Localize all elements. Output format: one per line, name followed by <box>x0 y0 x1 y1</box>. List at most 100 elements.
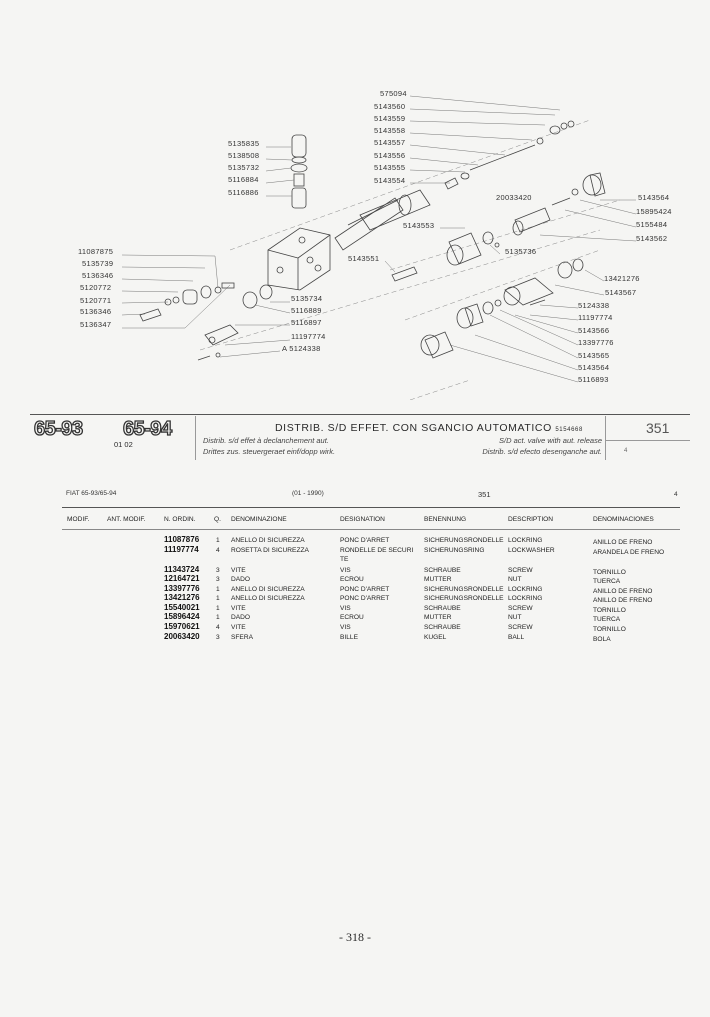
name-spanish: ANILLO DE FRENO <box>593 588 653 595</box>
valve-body-drawing <box>267 227 331 291</box>
name-italian: ANELLO DI SICUREZZA <box>231 537 305 544</box>
part-number: 20063420 <box>164 632 200 641</box>
name-german: SCHRAUBE <box>424 567 461 574</box>
col-ant-modif: ANT. MODIF. <box>107 516 146 523</box>
name-french: ECROU <box>340 614 364 621</box>
name-italian: VITE <box>231 624 246 631</box>
sheet-number: 4 <box>624 448 628 454</box>
name-spanish: TORNILLO <box>593 626 626 633</box>
callout-label: 5138508 <box>228 151 260 160</box>
callout-label: 5143557 <box>374 138 406 147</box>
callout-label: 5116893 <box>578 375 609 384</box>
callout-label: 5143564 <box>578 363 610 372</box>
name-spanish: TUERCA <box>593 578 621 585</box>
name-english: LOCKWASHER <box>508 547 555 554</box>
name-english: NUT <box>508 614 522 621</box>
name-german: SCHRAUBE <box>424 624 461 631</box>
callout-label: 5143558 <box>374 126 406 135</box>
name-italian: ANELLO DI SICUREZZA <box>231 595 305 602</box>
callout-label: 5135739 <box>82 259 114 268</box>
name-french: RONDELLE DE SECURI <box>340 547 414 554</box>
callout-label: 11197774 <box>291 332 326 341</box>
quantity: 1 <box>216 586 220 593</box>
callout-label: 5136346 <box>80 307 112 316</box>
name-french: PONC D'ARRET <box>340 537 390 544</box>
name-german: SCHRAUBE <box>424 605 461 612</box>
title-code: 5154668 <box>555 427 583 433</box>
callout-label: 11087875 <box>78 247 114 256</box>
name-italian: DADO <box>231 614 251 621</box>
callout-label: 5135732 <box>228 163 260 172</box>
exploded-view-drawing <box>121 95 637 400</box>
col-denominazione: DENOMINAZIONE <box>231 516 287 523</box>
list-sheet-number: 4 <box>674 491 678 498</box>
small-parts-drawing <box>139 120 606 361</box>
part-number: 15970621 <box>164 622 200 631</box>
col-designation: DESIGNATION <box>340 516 385 523</box>
callout-label: 5143562 <box>636 234 668 243</box>
name-german: MUTTER <box>424 614 452 621</box>
title-english: S/D act. valve with aut. release <box>499 436 602 445</box>
name-spanish: TORNILLO <box>593 569 626 576</box>
name-spanish: BOLA <box>593 636 611 643</box>
name-spanish: ANILLO DE FRENO <box>593 539 653 546</box>
callout-label: 575094 <box>380 89 407 98</box>
list-table-number: 351 <box>478 490 491 499</box>
callout-label: 5120771 <box>80 296 112 305</box>
callout-label: 5136346 <box>82 271 114 280</box>
name-english: LOCKRING <box>508 537 543 544</box>
edition-date: (01 - 1990) <box>292 490 324 497</box>
name-italian: ROSETTA DI SICUREZZA <box>231 547 309 554</box>
quantity: 1 <box>216 614 220 621</box>
title-french: Distrib. s/d effet à declanchement aut. <box>203 436 329 445</box>
title-german: Drittes zus. steuergeraet einf/dopp wirk… <box>203 447 336 456</box>
part-number: 12164721 <box>164 574 200 583</box>
name-english: NUT <box>508 576 522 583</box>
name-french: BILLE <box>340 634 358 641</box>
callout-label: 5155484 <box>636 220 668 229</box>
callout-label: 5143564 <box>638 193 670 202</box>
callout-label: 5116889 <box>291 306 322 315</box>
callout-label: 5143551 <box>348 254 380 263</box>
name-german: SICHERUNGSRING <box>424 547 485 554</box>
model-logo: 65-94 <box>122 417 172 440</box>
quantity: 3 <box>216 576 220 583</box>
quantity: 1 <box>216 595 220 602</box>
name-french-continued: TE <box>340 556 349 563</box>
callout-label: A 5124338 <box>282 344 321 353</box>
quantity: 3 <box>216 567 220 574</box>
name-italian: VITE <box>231 567 246 574</box>
callout-label: 5135736 <box>505 247 537 256</box>
name-french: ECROU <box>340 576 364 583</box>
name-french: VIS <box>340 605 351 612</box>
col-modif: MODIF. <box>67 516 90 523</box>
model-codes: 01 02 <box>114 440 133 449</box>
name-spanish: TUERCA <box>593 616 621 623</box>
callout-label: 5120772 <box>80 283 112 292</box>
divider <box>62 529 680 530</box>
callout-label: 5143555 <box>374 163 406 172</box>
name-italian: DADO <box>231 576 251 583</box>
col-denominaciones: DENOMINACIONES <box>593 516 654 523</box>
name-italian: VITE <box>231 605 246 612</box>
name-french: VIS <box>340 567 351 574</box>
name-german: SICHERUNGSRONDELLE <box>424 537 504 544</box>
part-number: 15896424 <box>164 612 200 621</box>
divider <box>195 416 196 460</box>
name-german: KUGEL <box>424 634 447 641</box>
callout-label: 13421276 <box>604 274 640 283</box>
name-english: SCREW <box>508 567 533 574</box>
name-english: LOCKRING <box>508 595 543 602</box>
quantity: 4 <box>216 624 220 631</box>
valve-stack-drawing <box>290 134 308 209</box>
callout-label: 5116897 <box>291 318 322 327</box>
quantity: 1 <box>216 605 220 612</box>
name-french: PONC D'ARRET <box>340 586 390 593</box>
col-qty: Q. <box>214 516 221 523</box>
title-text: DISTRIB. S/D EFFET. CON SGANCIO AUTOMATI… <box>275 422 552 434</box>
table-number: 351 <box>646 420 670 436</box>
part-number: 11087876 <box>164 535 200 544</box>
divider <box>62 507 680 508</box>
callout-label: 15895424 <box>636 207 672 216</box>
